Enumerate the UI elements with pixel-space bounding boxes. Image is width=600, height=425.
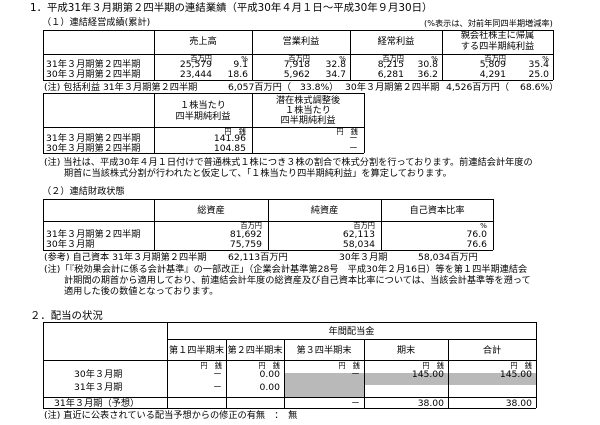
header-net-income-line1: 親会社株主に帰属 <box>460 30 535 41</box>
stock-split-note-line1: (注) 当社は、平成30年４月１日付けで普通株式１株につき３株の割合で株式分割を… <box>44 157 533 168</box>
header-operating-profit: 営業利益 <box>282 36 320 47</box>
unit-label: % <box>480 221 487 230</box>
header-q3-end: 第３四半期末 <box>296 345 352 356</box>
financial-position-heading: （２）連結財政状態 <box>42 186 125 197</box>
header-q2-end: 第２四半期末 <box>227 345 283 356</box>
stock-split-note-line2: 期首に当該株式分割が行われたと仮定して、「１株当たり四半期純利益」を算定しており… <box>64 168 452 179</box>
unit-label: 百万円 <box>353 221 375 230</box>
header-q1-end: 第１四半期末 <box>168 345 225 356</box>
header-total-assets: 総資産 <box>197 205 225 216</box>
header-annual-dividends: 年間配当金 <box>328 326 375 337</box>
operating-results-heading: （１）連結経営成績(累計) <box>42 17 151 28</box>
header-total: 合計 <box>482 345 502 356</box>
header-diluted-eps-line1: 潜在株式調整後 <box>275 95 341 106</box>
percent-note: (%表示は、対前年同四半期増減率) <box>424 18 553 28</box>
header-eps-line1: １株当たり <box>180 100 226 111</box>
header-net-assets: 純資産 <box>310 205 339 216</box>
header-year-end: 期末 <box>396 345 416 356</box>
unit-label: 百万円 <box>240 221 262 230</box>
unit-label: 円 銭 <box>224 127 246 136</box>
header-diluted-eps-line3: 四半期純利益 <box>280 115 336 126</box>
header-ordinary-profit: 経常利益 <box>377 36 415 47</box>
header-eps-line2: 四半期純利益 <box>175 111 231 122</box>
header-net-sales: 売上高 <box>189 36 217 47</box>
header-diluted-eps-line2: １株当たり <box>285 105 331 116</box>
header-net-income-line2: する四半期純利益 <box>460 41 535 52</box>
header-equity-ratio: 自己資本比率 <box>409 205 465 216</box>
tax-accounting-note-line1: (注)「『税効果会計に係る会計基準』の一部改正」（企業会計基準第28号 平成30… <box>44 264 528 275</box>
dividend-forecast-note: (注) 直近に公表されている配当予想からの修正の有無 ： 無 <box>44 410 298 421</box>
tax-accounting-note-line2: 計期間の期首から適用しており、前連結会計年度の総資産及び自己資本比率については、… <box>64 275 531 286</box>
unit-label: 円 銭 <box>336 127 358 136</box>
tax-accounting-note-line3: 適用した後の数値となっております。 <box>64 286 219 297</box>
section-1-title: 1．平成31年３月期第２四半期の連結業績（平成30年４月１日～平成30年９月30… <box>30 2 433 14</box>
section-2-title: ２．配当の状況 <box>30 310 103 322</box>
